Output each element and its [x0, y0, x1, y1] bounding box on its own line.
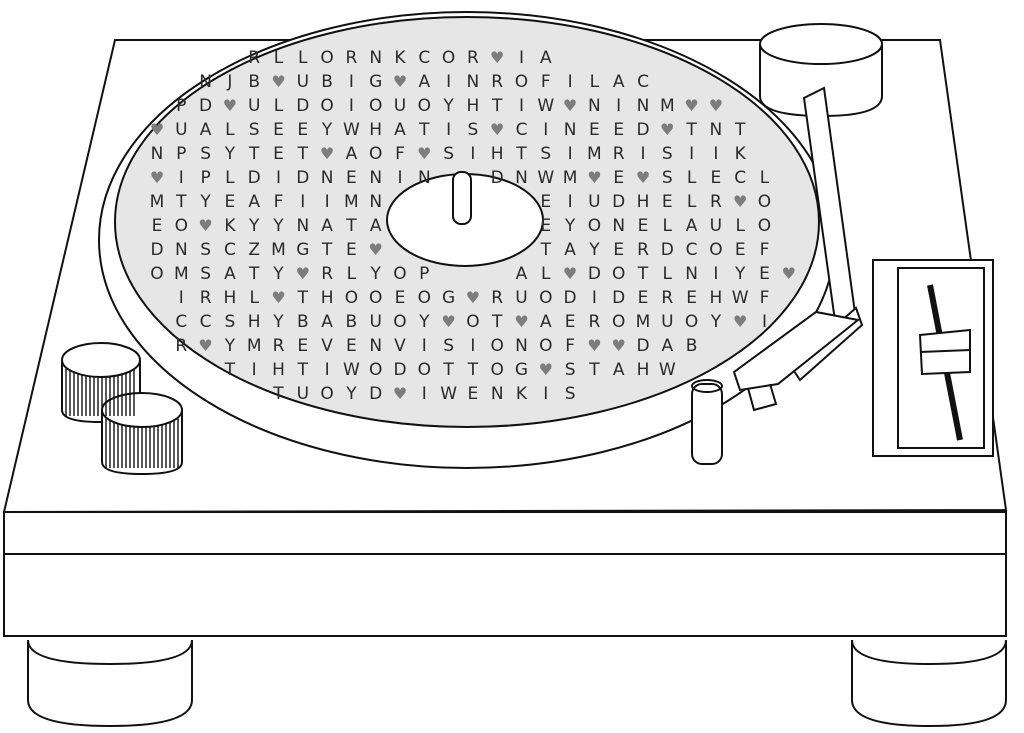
spindle — [452, 171, 472, 225]
arm-rest-post — [691, 379, 723, 465]
tonearm[interactable] — [732, 23, 883, 412]
platter — [98, 11, 836, 469]
right-foot — [851, 639, 1007, 728]
pitch-slider[interactable] — [872, 259, 994, 457]
left-foot — [27, 639, 193, 728]
